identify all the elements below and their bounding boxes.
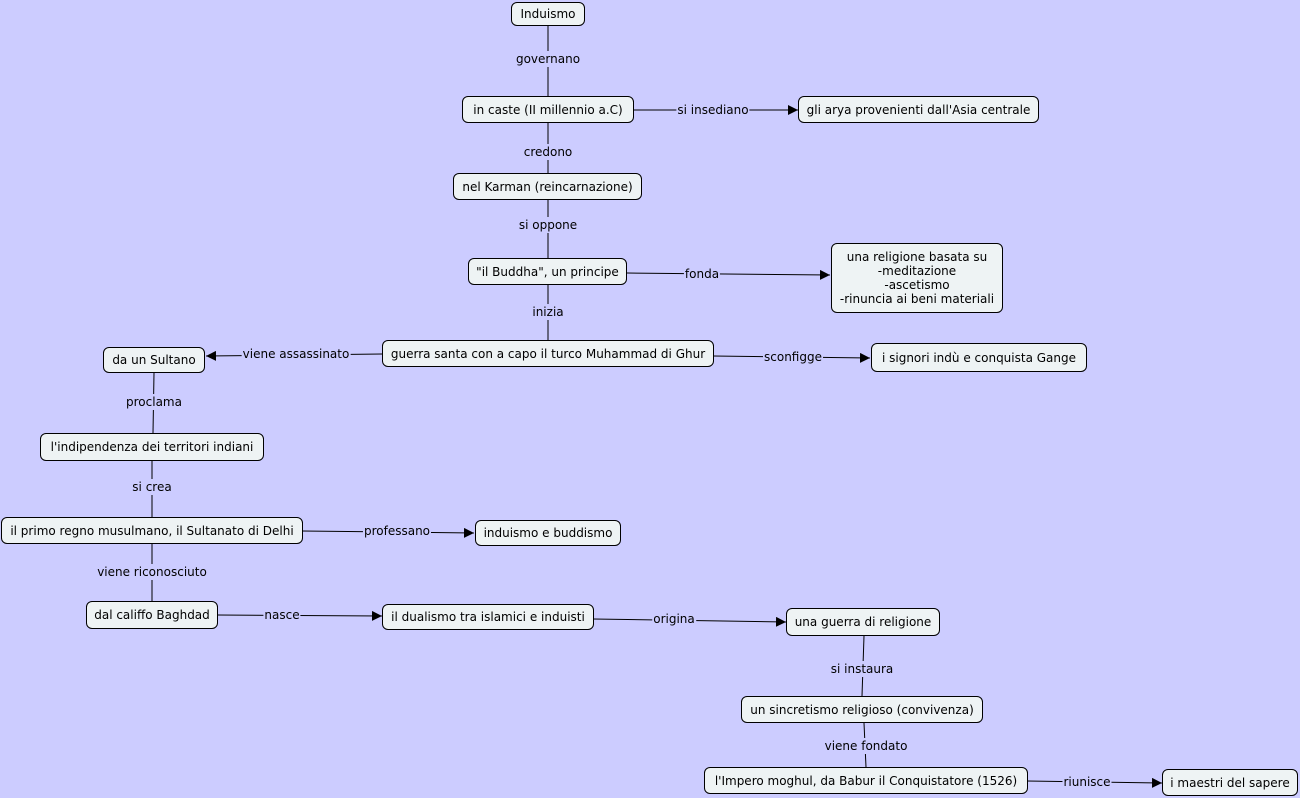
link-label-si-insediano: si insediano	[676, 102, 750, 118]
concept-caste[interactable]: in caste (II millennio a.C)	[462, 96, 634, 123]
concept-indipendenza[interactable]: l'indipendenza dei territori indiani	[40, 433, 264, 461]
link-label-si-instaura: si instaura	[829, 661, 895, 677]
concept-dualismo[interactable]: il dualismo tra islamici e induisti	[382, 604, 594, 630]
link-label-professano: professano	[362, 523, 432, 539]
link-label-viene-riconosciuto: viene riconosciuto	[96, 564, 208, 580]
concept-karman[interactable]: nel Karman (reincarnazione)	[453, 173, 642, 200]
link-label-si-crea: si crea	[131, 479, 173, 495]
link-label-viene-fondato: viene fondato	[823, 738, 909, 754]
concept-signori[interactable]: i signori indù e conquista Gange	[871, 343, 1087, 372]
concept-califfo[interactable]: dal califfo Baghdad	[86, 601, 218, 629]
link-label-credono: credono	[522, 144, 574, 160]
edge-buddha-religione	[626, 269, 831, 280]
concept-induismo[interactable]: Induismo	[511, 2, 585, 26]
link-label-nasce: nasce	[263, 607, 301, 623]
concept-regno[interactable]: il primo regno musulmano, il Sultanato d…	[1, 517, 303, 544]
link-label-fonda: fonda	[683, 266, 721, 282]
concept-guerra-santa[interactable]: guerra santa con a capo il turco Muhamma…	[382, 340, 714, 367]
concept-sultano[interactable]: da un Sultano	[103, 347, 205, 373]
link-label-proclama: proclama	[125, 394, 183, 410]
concept-religione[interactable]: una religione basata su -meditazione -as…	[831, 243, 1003, 313]
link-label-origina: origina	[652, 611, 696, 627]
concept-sincretismo[interactable]: un sincretismo religioso (convivenza)	[741, 696, 983, 723]
concept-buddha[interactable]: "il Buddha", un principe	[468, 258, 627, 285]
link-label-viene-assassinato: viene assassinato	[241, 346, 351, 362]
link-label-riunisce: riunisce	[1062, 774, 1112, 790]
link-label-inizia: inizia	[531, 304, 565, 320]
link-label-governano: governano	[514, 51, 582, 67]
concept-maestri[interactable]: i maestri del sapere	[1162, 769, 1298, 796]
concept-arya[interactable]: gli arya provenienti dall'Asia centrale	[798, 96, 1039, 123]
concept-induismo-buddismo[interactable]: induismo e buddismo	[475, 520, 621, 546]
link-label-sconfigge: sconfigge	[763, 349, 823, 365]
concept-guerra-religione[interactable]: una guerra di religione	[786, 608, 940, 636]
link-label-si-oppone: si oppone	[517, 217, 579, 233]
concept-impero[interactable]: l'Impero moghul, da Babur il Conquistato…	[704, 767, 1028, 794]
